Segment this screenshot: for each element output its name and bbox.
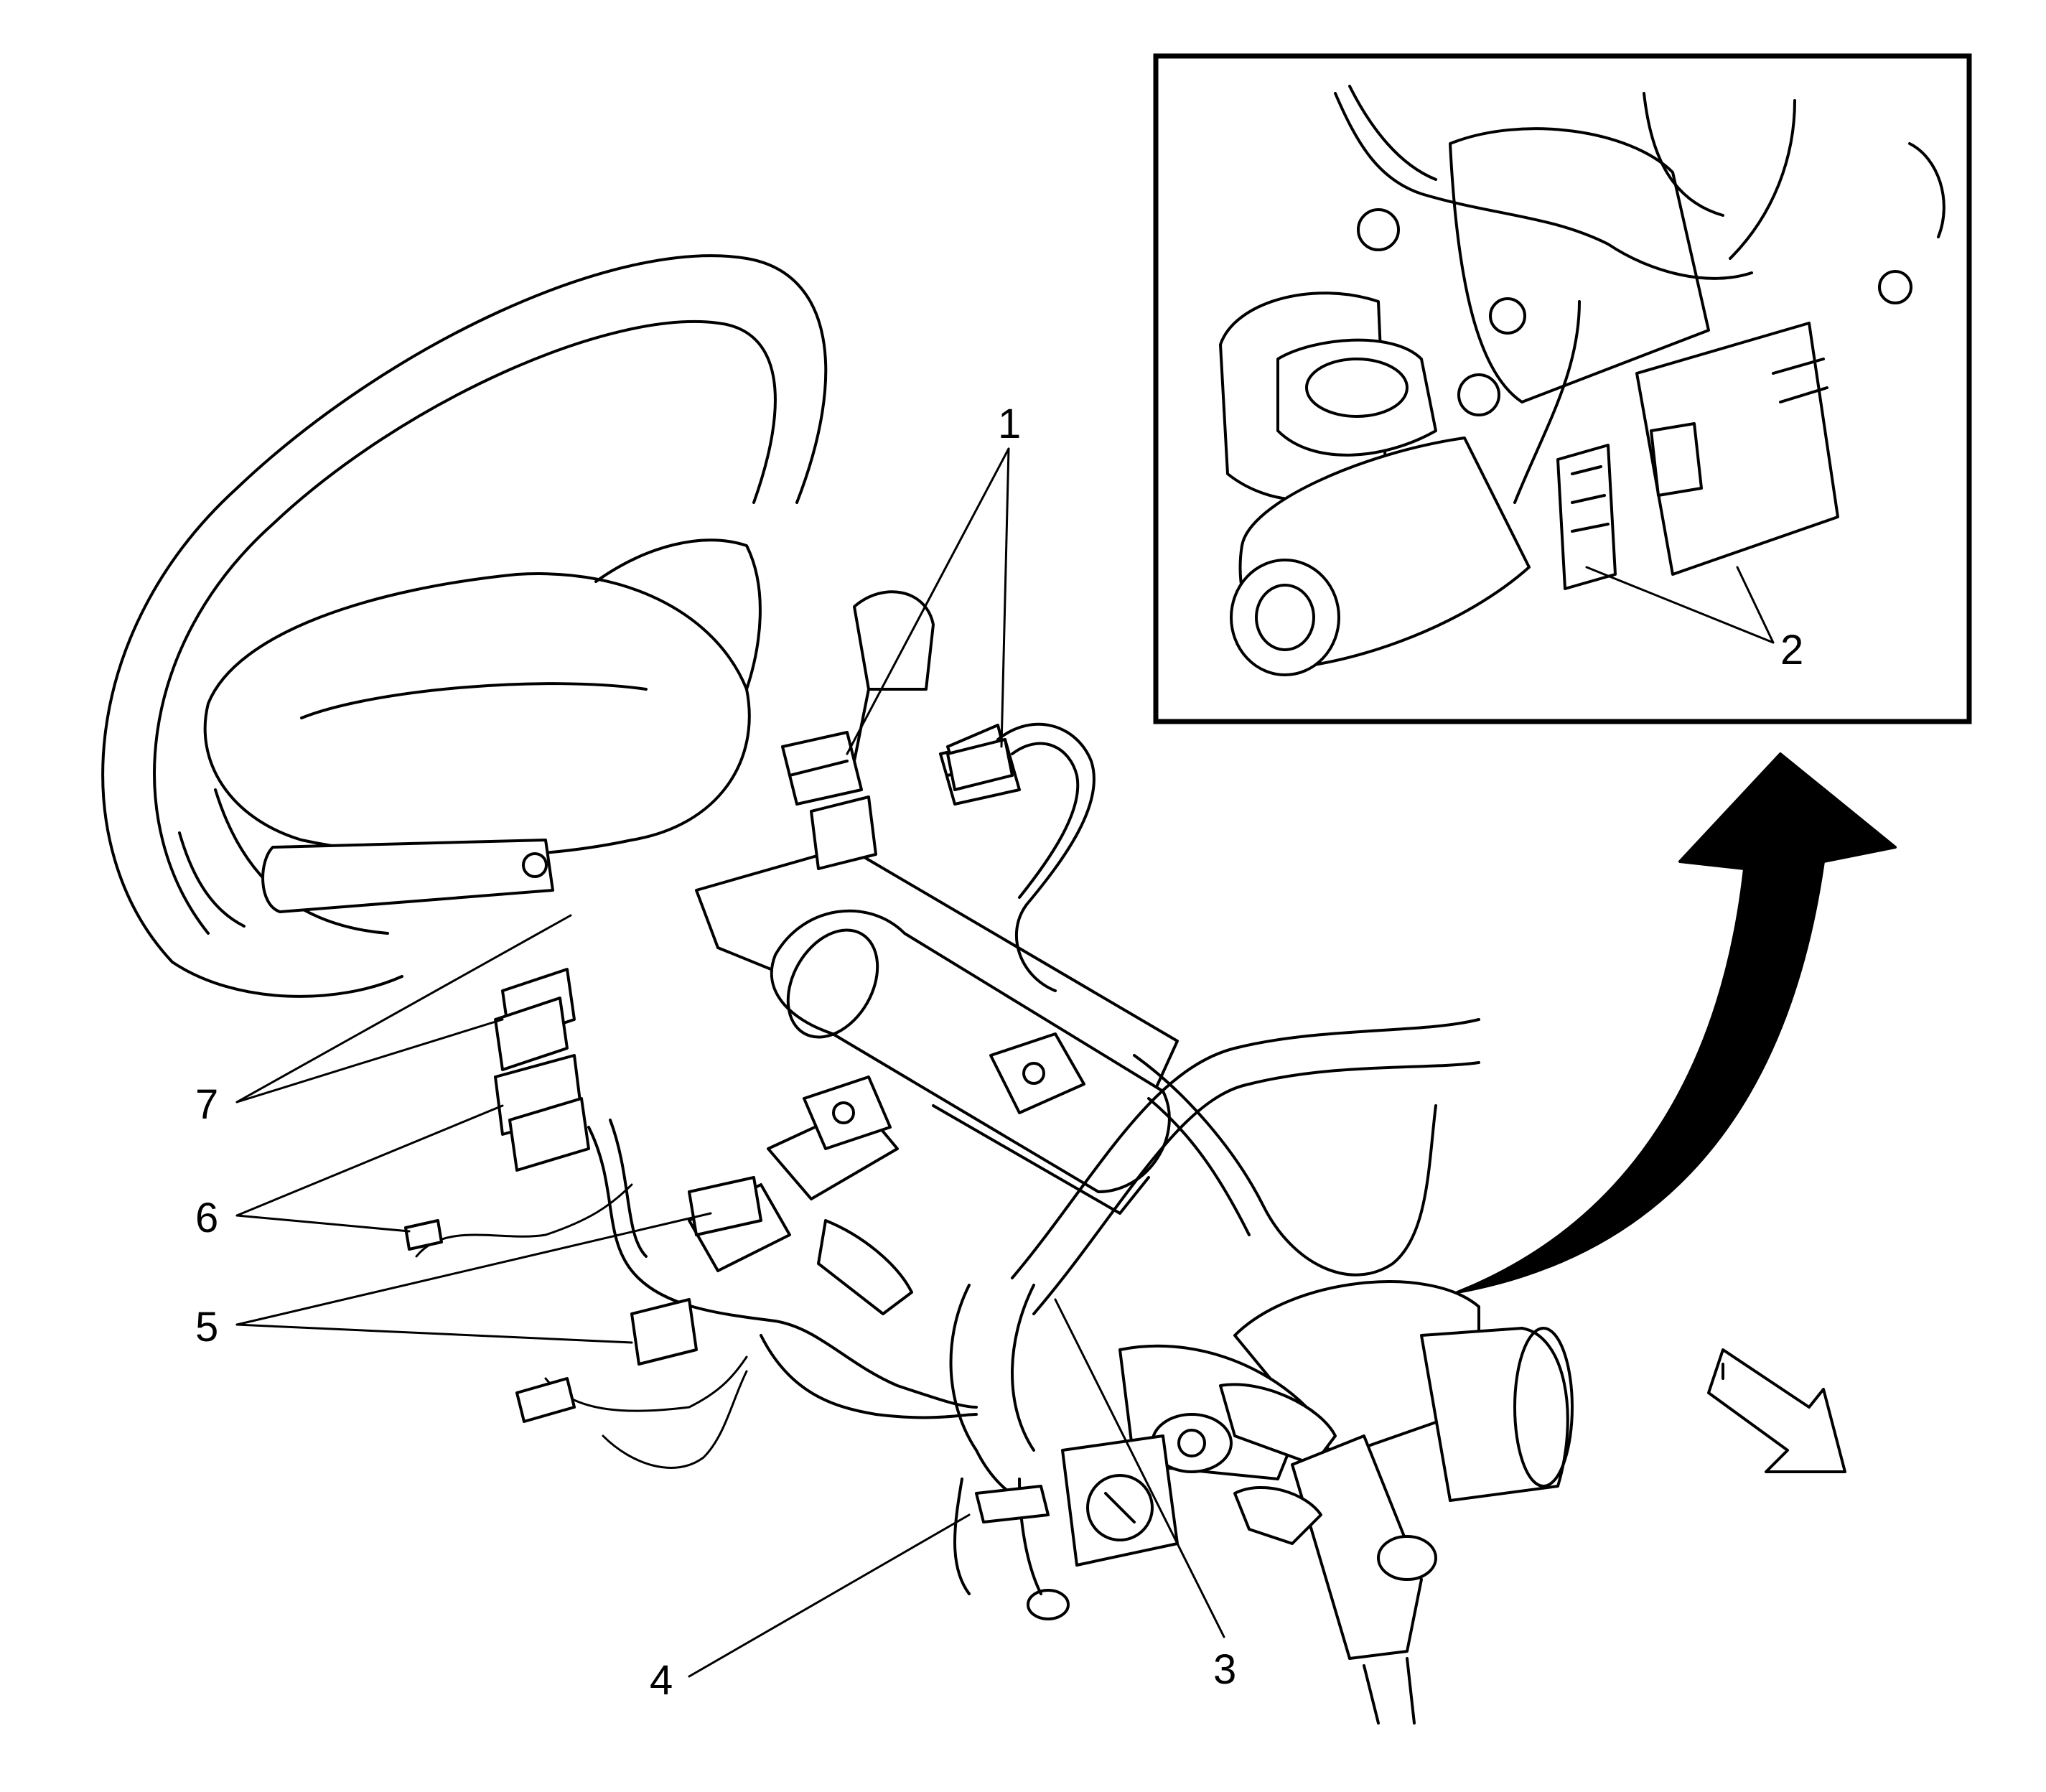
callout-6: 6	[195, 1195, 218, 1241]
detail-inset	[1153, 53, 1972, 724]
column-motor	[1061, 1280, 1574, 1725]
callout-1: 1	[998, 401, 1021, 447]
callout-2: 2	[1780, 627, 1803, 673]
callout-4: 4	[650, 1657, 673, 1704]
leader-lines	[235, 447, 1775, 1678]
wiring-harness	[415, 722, 1480, 1620]
direction-arrow[interactable]	[1456, 752, 1897, 1294]
callout-3: 3	[1213, 1646, 1236, 1693]
callout-labels: 1 2 3 4 5 6 7	[195, 401, 1803, 1704]
callout-5: 5	[195, 1304, 218, 1350]
callout-7: 7	[195, 1081, 218, 1128]
steering-column	[688, 846, 1179, 1315]
connectors-left	[404, 968, 762, 1423]
view-direction-arrow	[1707, 1348, 1846, 1473]
steering-wheel	[101, 254, 935, 998]
